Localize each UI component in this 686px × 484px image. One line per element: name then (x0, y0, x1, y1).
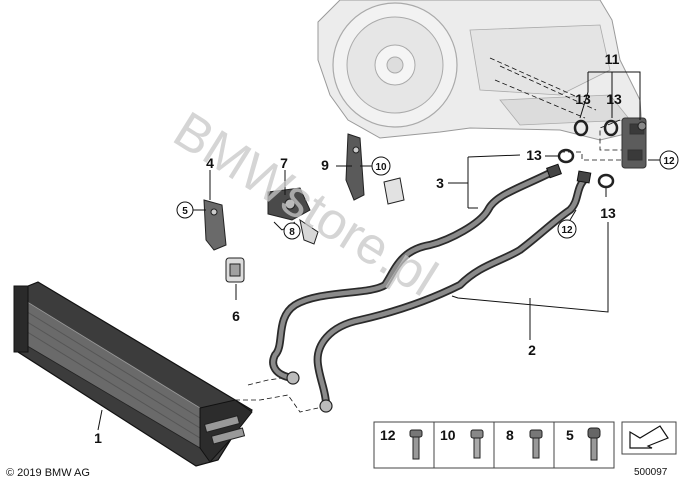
label-4: 4 (206, 155, 214, 171)
circled-label-8: 8 (289, 227, 295, 238)
label-9: 9 (321, 157, 329, 173)
legend-label-12: 12 (380, 427, 396, 443)
label-2: 2 (528, 342, 536, 358)
label-6: 6 (232, 308, 240, 324)
label-3: 3 (436, 175, 444, 191)
bolt-10-icon (470, 429, 484, 459)
legend-label-5: 5 (566, 427, 574, 443)
copyright: © 2019 BMW AG (6, 467, 90, 479)
part-labels: 1 2 3 4 6 7 9 11 13 13 13 13 (94, 51, 622, 446)
bracket-9 (345, 133, 405, 205)
circled-labels: 5 8 10 12 12 (176, 150, 679, 240)
bolt-12-icon (409, 429, 423, 460)
reference-number: 500097 (634, 467, 668, 478)
label-13c: 13 (526, 147, 542, 163)
bolt-5-icon (587, 427, 601, 461)
oil-cooler-pipes (269, 163, 592, 413)
label-13b: 13 (606, 91, 622, 107)
label-11: 11 (605, 51, 620, 67)
label-13a: 13 (575, 91, 591, 107)
bracket-7 (267, 187, 319, 245)
circled-label-10: 10 (375, 162, 387, 173)
transmission-housing (317, 0, 643, 141)
legend-label-10: 10 (440, 427, 456, 443)
oil-cooler-radiator (13, 281, 253, 467)
label-7: 7 (280, 155, 288, 171)
fastener-legend: 12 10 8 5 (373, 421, 615, 469)
direction-arrow-box (621, 421, 677, 455)
bracket-4 (203, 199, 245, 283)
arrow-icon (629, 425, 669, 449)
bolt-8-icon (529, 429, 543, 459)
circled-label-12a: 12 (663, 156, 675, 167)
label-13d: 13 (600, 205, 616, 221)
circled-label-12b: 12 (561, 225, 573, 236)
legend-label-8: 8 (506, 427, 514, 443)
adapter-block (621, 117, 647, 169)
circled-label-5: 5 (182, 206, 188, 217)
leader-lines (97, 71, 660, 431)
label-1: 1 (94, 430, 102, 446)
